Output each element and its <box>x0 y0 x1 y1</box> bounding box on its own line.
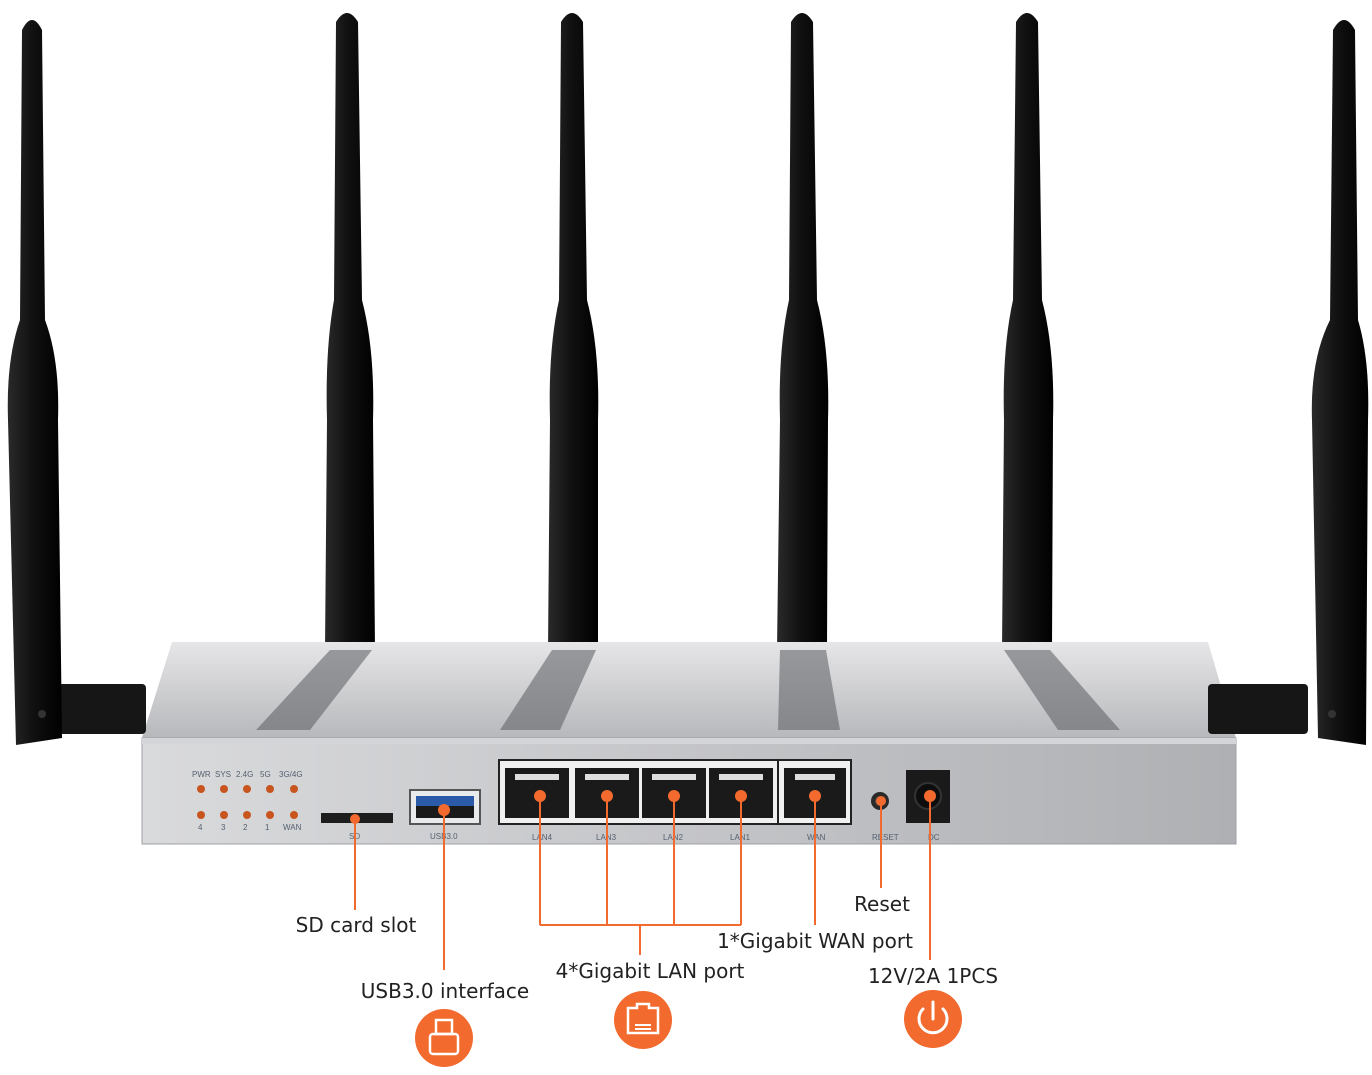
led-label: 2 <box>243 823 248 832</box>
side-antenna-right <box>1208 20 1369 745</box>
ethernet-port-icon <box>614 991 672 1049</box>
led-label: 3G/4G <box>279 770 303 779</box>
led-label: 1 <box>265 823 270 832</box>
led-light <box>197 785 205 793</box>
led-light <box>266 811 274 819</box>
router-top-surface <box>142 642 1236 738</box>
callout-usb-interface: USB3.0 interface <box>361 979 529 1003</box>
antenna <box>325 13 375 650</box>
antenna <box>548 13 599 650</box>
wan-label: WAN <box>807 833 826 842</box>
led-light <box>290 785 298 793</box>
callout-power: 12V/2A 1PCS <box>868 964 998 988</box>
leader-dots <box>350 790 936 824</box>
led-label: PWR <box>192 770 211 779</box>
antenna <box>777 13 829 650</box>
led-light <box>220 785 228 793</box>
callout-leaders <box>354 796 931 970</box>
dc-label: DC <box>928 833 940 842</box>
led-label: 4 <box>198 823 203 832</box>
antenna <box>1002 13 1054 650</box>
led-label: 3 <box>221 823 226 832</box>
callout-lan-port: 4*Gigabit LAN port <box>556 959 745 983</box>
led-light <box>220 811 228 819</box>
reset-label: RESET <box>872 833 899 842</box>
antenna-group <box>325 13 1054 650</box>
side-antenna-left <box>7 20 146 745</box>
led-light <box>197 811 205 819</box>
led-label: WAN <box>283 823 302 832</box>
led-label: SYS <box>215 770 231 779</box>
led-label: 2.4G <box>236 770 253 779</box>
led-indicator-block: PWR SYS 2.4G 5G 3G/4G 4 3 2 1 WAN <box>192 770 303 832</box>
led-label: 5G <box>260 770 271 779</box>
led-light <box>290 811 298 819</box>
callout-sd-card-slot: SD card slot <box>296 913 417 937</box>
usb-icon <box>415 1009 473 1067</box>
lan4-label: LAN4 <box>532 833 553 842</box>
led-light <box>243 811 251 819</box>
led-light <box>266 785 274 793</box>
power-icon <box>904 990 962 1048</box>
callout-wan-port: 1*Gigabit WAN port <box>717 929 913 953</box>
callout-reset: Reset <box>854 892 910 916</box>
antenna-shadows <box>256 650 1120 730</box>
led-light <box>243 785 251 793</box>
